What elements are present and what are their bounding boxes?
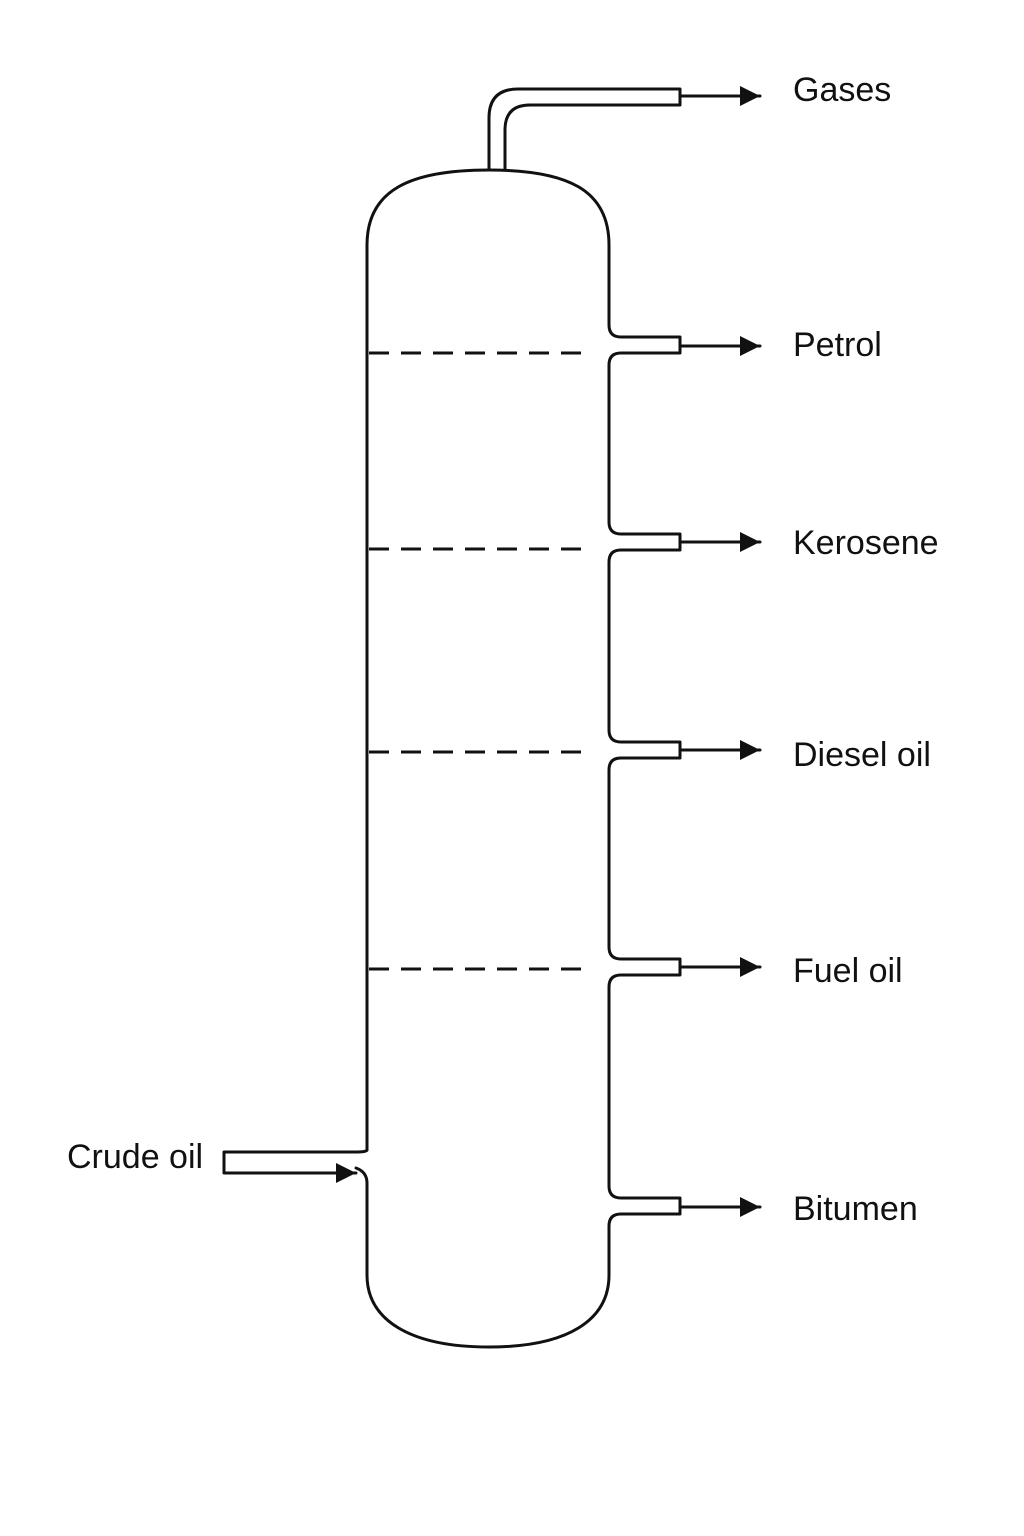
output-label-gases: Gases [793,71,891,109]
gases-pipe [487,87,682,172]
feed-label-crude-oil: Crude oil [67,1138,203,1176]
output-label-bitumen: Bitumen [793,1190,918,1228]
column-outline [354,168,682,1349]
output-label-kerosene: Kerosene [793,524,939,562]
output-label-diesel-oil: Diesel oil [793,736,931,774]
output-label-fuel-oil: Fuel oil [793,952,903,990]
output-label-petrol: Petrol [793,326,882,364]
crude-oil-pipe [222,1148,369,1175]
